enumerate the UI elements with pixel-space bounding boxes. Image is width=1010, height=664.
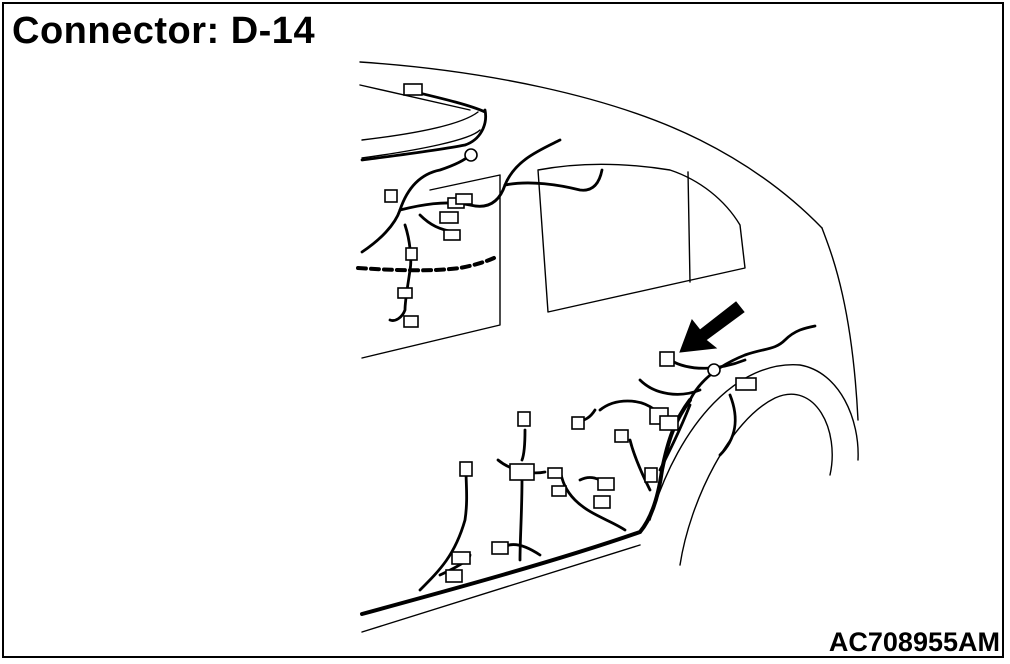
connector-d-14 bbox=[659, 351, 675, 367]
diagram-title: Connector: D-14 bbox=[12, 10, 316, 52]
upper-wiring-harness bbox=[356, 90, 604, 322]
car-body-outline bbox=[359, 61, 859, 633]
figure-id: AC708955AM bbox=[828, 627, 1000, 657]
upper-connectors bbox=[384, 83, 478, 328]
location-arrow bbox=[679, 301, 745, 353]
lower-connectors bbox=[445, 351, 757, 583]
lower-wiring-harness bbox=[360, 324, 817, 616]
